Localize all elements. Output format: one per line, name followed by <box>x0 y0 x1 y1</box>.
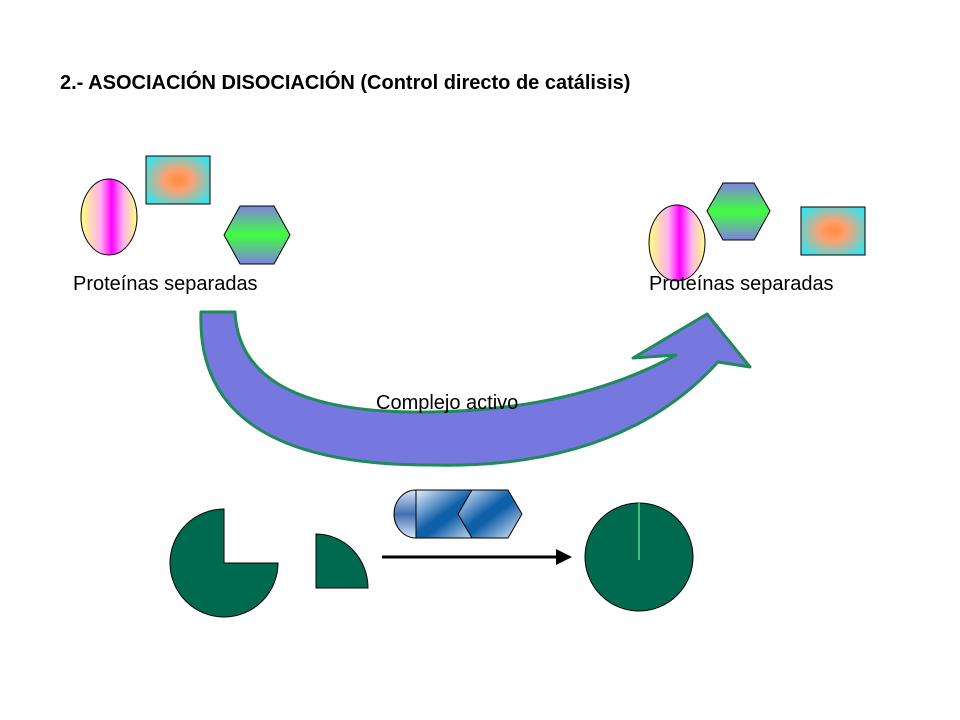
left-proteins-label: Proteínas separadas <box>73 273 258 295</box>
square-protein-icon <box>145 155 211 205</box>
active-complex-label: Complejo activo <box>376 392 519 414</box>
curved-arrow <box>199 310 752 467</box>
association-arrow <box>382 549 572 565</box>
enzyme-subunits <box>169 508 369 618</box>
active-enzyme-circle <box>584 502 694 612</box>
quarter-subunit <box>315 533 369 589</box>
hexagon-protein-icon <box>706 182 771 241</box>
three-quarter-subunit <box>169 508 279 618</box>
left-protein-group <box>80 155 291 265</box>
right-protein-group <box>648 182 866 282</box>
square-protein-icon <box>800 206 866 256</box>
right-proteins-label: Proteínas separadas <box>649 273 834 295</box>
slide-title: 2.- ASOCIACIÓN DISOCIACIÓN (Control dire… <box>60 72 631 94</box>
hexagon-protein-icon <box>223 205 291 265</box>
effector-molecule-icon <box>393 489 523 539</box>
oval-protein-icon <box>80 178 138 256</box>
oval-protein-icon <box>648 204 706 282</box>
